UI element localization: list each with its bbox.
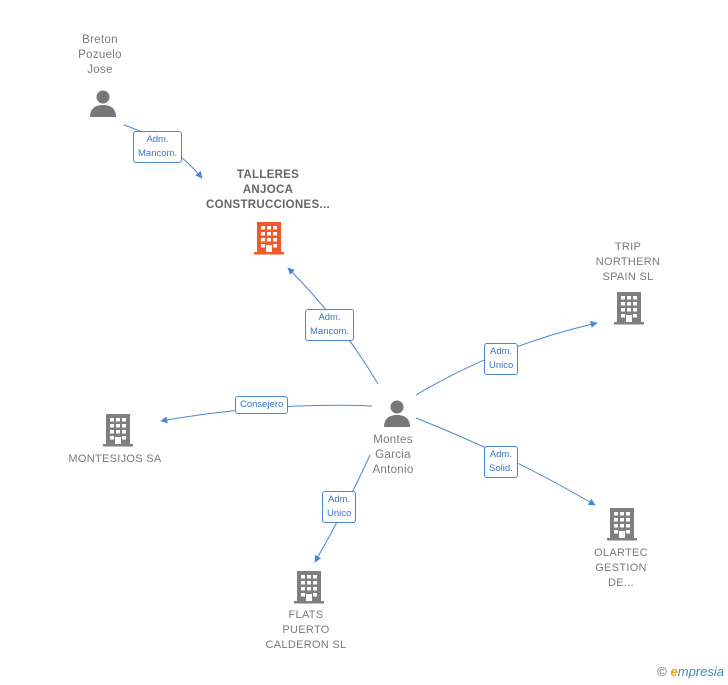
edge-label-breton-talleres[interactable]: Adm. Mancom. — [133, 131, 183, 163]
person-icon[interactable] — [382, 398, 412, 428]
brand-e: e — [670, 664, 678, 679]
edge-label-montes-olartec[interactable]: Adm. Solid. — [484, 446, 518, 478]
node-label-montes: Montes Garcia Antonio — [372, 434, 414, 476]
node-label-breton: Breton Pozuelo Jose — [78, 34, 122, 76]
edge-label-montes-montesijos[interactable]: Consejero — [235, 396, 289, 414]
building-icon[interactable] — [605, 506, 639, 542]
building-icon[interactable] — [252, 220, 286, 256]
brand-name: mpresia — [677, 664, 724, 679]
building-icon[interactable] — [101, 412, 135, 448]
building-icon[interactable] — [612, 290, 646, 326]
node-label-talleres: TALLERES ANJOCA CONSTRUCCIONES... — [206, 169, 330, 211]
edge-label-montes-trip[interactable]: Adm. Unico — [484, 343, 519, 375]
brand-logo[interactable]: © empresia — [657, 664, 724, 679]
node-label-olartec: OLARTEC GESTION DE... — [594, 547, 648, 589]
copyright-symbol: © — [657, 664, 667, 679]
edge-label-montes-talleres[interactable]: Adm. Mancom. — [305, 309, 355, 341]
node-label-flats: FLATS PUERTO CALDERON SL — [265, 609, 347, 651]
edge-label-montes-flats[interactable]: Adm. Unico — [322, 491, 357, 523]
node-label-trip: TRIP NORTHERN SPAIN SL — [595, 241, 661, 283]
node-label-montesijos: MONTESIJOS SA — [68, 453, 162, 465]
person-icon[interactable] — [88, 88, 118, 118]
building-icon[interactable] — [292, 569, 326, 605]
